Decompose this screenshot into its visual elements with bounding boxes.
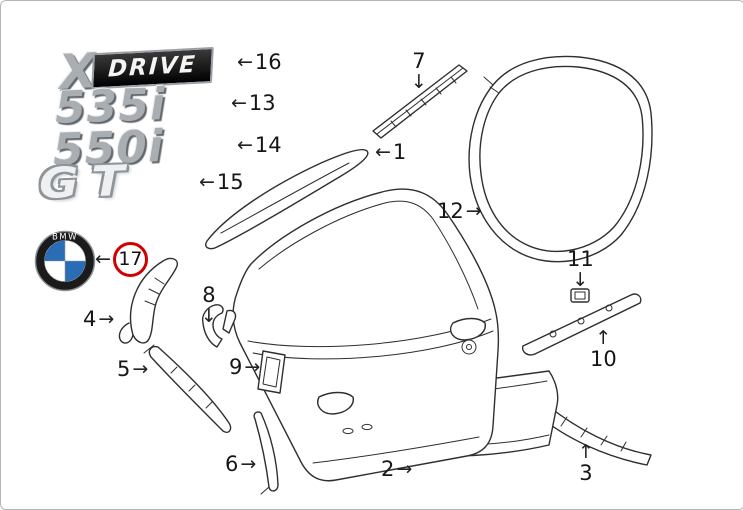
callout-part-8: 8 ↓ — [201, 285, 217, 326]
part-number-17: 17 — [118, 248, 143, 270]
callout-part-13: ← 13 — [231, 93, 276, 114]
arrow-down-icon: ↓ — [411, 71, 427, 93]
callout-part-6: 6 → — [225, 454, 256, 475]
part-10-trim-rail — [521, 293, 642, 356]
callout-part-9: 9 → — [229, 357, 260, 378]
callout-part-5: 5 → — [117, 359, 148, 380]
part-number-11: 11 — [567, 247, 594, 271]
part-8-clip — [201, 304, 237, 348]
part-4-side-bracket — [118, 257, 178, 344]
arrow-left-icon: ← — [231, 92, 247, 114]
arrow-right-icon: → — [465, 200, 482, 222]
arrow-up-icon: ↑ — [595, 327, 612, 349]
part-number-5: 5 — [117, 357, 131, 381]
callout-part-16: ← 16 — [237, 52, 282, 73]
arrow-left-icon: ← — [237, 51, 253, 73]
arrow-right-icon: → — [98, 308, 115, 330]
part-11-clip — [570, 288, 590, 303]
callout-part-4: 4 → — [83, 309, 114, 330]
arrow-right-icon: → — [396, 458, 413, 480]
callout-part-14: ← 14 — [237, 135, 282, 156]
highlight-circle: 17 — [112, 242, 148, 277]
part-5-side-strip — [143, 344, 232, 433]
tailgate-shell — [232, 188, 500, 482]
arrow-up-icon: ↑ — [578, 441, 594, 463]
arrow-left-icon: ← — [95, 248, 111, 270]
part-number-9: 9 — [229, 355, 243, 379]
callout-part-15: ← 15 — [199, 172, 244, 193]
callout-part-12: 12 → — [437, 201, 482, 222]
arrow-left-icon: ← — [199, 171, 215, 193]
part-number-12: 12 — [437, 199, 464, 223]
part-number-15: 15 — [216, 170, 244, 194]
arrow-right-icon: → — [132, 358, 149, 380]
part-number-3: 3 — [579, 461, 593, 485]
part-6-lower-strip — [253, 411, 279, 495]
arrow-right-icon: → — [244, 356, 261, 378]
part-number-2: 2 — [381, 457, 395, 481]
callout-part-2: 2 → — [381, 459, 412, 480]
part-number-4: 4 — [83, 307, 97, 331]
badge-gt: GT — [38, 155, 140, 208]
arrow-right-icon: → — [240, 453, 257, 475]
part-9-gasket — [257, 350, 286, 394]
part-number-8: 8 — [202, 283, 216, 307]
part-number-13: 13 — [248, 91, 276, 115]
callout-part-3: ↑ 3 — [578, 443, 594, 484]
part-number-6: 6 — [225, 452, 239, 476]
part-number-10: 10 — [590, 347, 617, 371]
part-12-weatherstrip-seal — [468, 55, 653, 263]
arrow-left-icon: ← — [375, 141, 391, 163]
roundel-text: BMW — [52, 233, 78, 243]
bmw-roundel-icon: BMW — [34, 230, 96, 292]
part-number-14: 14 — [254, 133, 282, 157]
arrow-down-icon: ↓ — [572, 269, 589, 291]
arrow-down-icon: ↓ — [201, 305, 217, 327]
part-1-spoiler — [205, 148, 369, 250]
part-number-7: 7 — [412, 49, 426, 73]
callout-part-17-highlighted: ← 17 — [95, 242, 148, 277]
callout-part-1: ← 1 — [375, 142, 406, 163]
part-number-1: 1 — [392, 140, 407, 164]
part-number-16: 16 — [254, 50, 282, 74]
part-7-molding-strip — [372, 64, 468, 139]
arrow-left-icon: ← — [237, 134, 253, 156]
bmw-roundel-badge: BMW — [34, 230, 96, 296]
callout-part-10: ↑ 10 — [590, 329, 617, 370]
callout-part-11: 11 ↓ — [567, 249, 594, 290]
callout-part-7: 7 ↓ — [411, 51, 427, 92]
